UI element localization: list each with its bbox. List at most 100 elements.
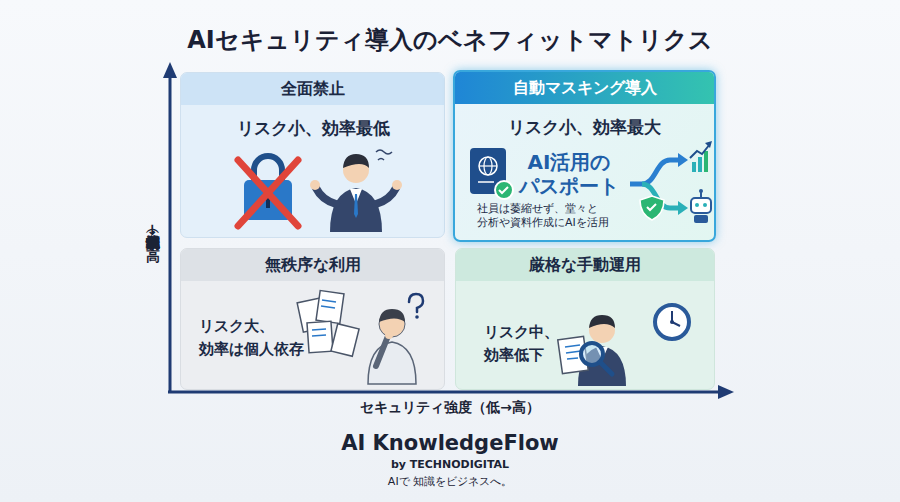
- lock-icon-part: [254, 156, 282, 182]
- documents-icon-part: [321, 306, 335, 308]
- quadrant-body: リスク小、効率最低: [181, 117, 445, 139]
- inspector-person: [558, 315, 626, 386]
- troubled-person-part: [378, 159, 384, 161]
- robot-icon-part: [700, 192, 702, 198]
- passport-icon-part: [499, 187, 508, 193]
- shield-icon-part: [647, 204, 656, 210]
- troubled-person: [310, 150, 402, 232]
- lock-icon: [244, 156, 292, 220]
- inspector-person-part: [566, 351, 581, 353]
- brand-tagline: AIで 知識をビジネスへ。: [250, 474, 650, 489]
- prohibit-cross-part: [238, 160, 298, 226]
- axis-label: 業務効率・利便性（低→高）: [140, 125, 162, 335]
- quadrant-box: 自動マスキング導入リスク小、効率最大 AI活用の パスポート社員は萎縮せず、堂々と…: [453, 70, 716, 242]
- clock-icon-part: [671, 311, 673, 322]
- quadrant-heading: 全面禁止: [181, 73, 444, 105]
- x-axis-part: [718, 385, 734, 399]
- brand-name: AI KnowledgeFlow: [250, 431, 650, 455]
- prohibit-cross: [238, 160, 298, 226]
- documents-icon-part: [312, 335, 326, 336]
- lock-icon-part: [244, 180, 292, 220]
- quadrant-body: リスク中、 効率低下: [484, 321, 584, 367]
- confused-person-part: [409, 294, 423, 312]
- robot-icon: [691, 189, 711, 223]
- growth-chart-icon: [690, 141, 712, 172]
- troubled-person-part: [376, 150, 392, 154]
- inspector-person-part: [581, 343, 603, 365]
- troubled-person-part: [343, 157, 369, 183]
- shield-icon: [640, 196, 664, 220]
- inspector-person-part: [578, 346, 626, 386]
- quadrant-box: 厳格な手動運用リスク中、 効率低下: [455, 248, 715, 390]
- fork-arrows-part: [630, 160, 680, 184]
- confused-person-part: [379, 311, 405, 337]
- troubled-person-part: [330, 188, 382, 232]
- y-axis: [163, 62, 177, 392]
- confused-person-part: [415, 315, 419, 319]
- confused-person-part: [379, 309, 405, 322]
- y-axis-part: [163, 62, 177, 78]
- prohibit-cross-part: [238, 160, 298, 226]
- clock-icon-part: [670, 320, 674, 324]
- inspector-person-part: [600, 362, 612, 374]
- growth-chart-icon-part: [705, 141, 712, 148]
- troubled-person-part: [376, 188, 396, 204]
- inspector-person-part: [567, 358, 578, 359]
- quadrant-box: 全面禁止リスク小、効率最低: [180, 72, 445, 238]
- confused-person-part: [385, 331, 393, 339]
- passport-icon-part: [484, 157, 492, 175]
- documents-icon: [297, 290, 359, 356]
- shield-icon-part: [640, 196, 664, 220]
- documents-icon-part: [307, 321, 333, 353]
- documents-icon-part: [312, 329, 326, 330]
- passport-icon-part: [470, 148, 506, 194]
- troubled-person-part: [354, 194, 358, 218]
- quadrant-body: リスク小、効率最大: [455, 116, 714, 138]
- passport-icon-part: [479, 165, 497, 166]
- troubled-person-part: [350, 189, 362, 204]
- quadrant-heading: 厳格な手動運用: [456, 249, 714, 281]
- growth-chart-icon-part: [698, 157, 702, 172]
- robot-icon-part: [694, 215, 708, 223]
- quadrant-heading: 自動マスキング導入: [455, 72, 714, 104]
- inspector-person-part: [558, 336, 588, 373]
- documents-icon-part: [331, 324, 359, 356]
- clock-icon: [655, 305, 689, 339]
- troubled-person-part: [392, 180, 402, 190]
- robot-icon-part: [703, 203, 707, 207]
- robot-icon-part: [691, 198, 711, 213]
- fork-arrows-part: [678, 201, 688, 215]
- documents-icon-part: [322, 300, 336, 302]
- x-axis-part: [168, 391, 720, 394]
- documents-icon-part: [316, 290, 344, 323]
- brand-byline: by TECHNODIGITAL: [250, 458, 650, 471]
- inspector-person-part: [596, 347, 608, 360]
- lock-icon-part: [266, 198, 270, 208]
- troubled-person-part: [343, 154, 369, 168]
- quadrant-note: 社員は萎縮せず、堂々と 分析や資料作成にAIを活用: [477, 202, 627, 230]
- robot-icon-part: [699, 189, 703, 193]
- clock-icon-part: [655, 305, 689, 339]
- axis-label: セキュリティ強度（低→高）: [250, 399, 650, 417]
- fork-arrows-part: [678, 153, 688, 167]
- confused-person-part: [368, 342, 416, 384]
- confused-person-part: [376, 336, 388, 366]
- inspector-person-part: [589, 317, 615, 343]
- passport-icon-part: [495, 181, 513, 199]
- inspector-person-part: [589, 315, 615, 328]
- fork-arrows-part: [642, 184, 680, 208]
- passport-label: AI活用の パスポート: [515, 150, 623, 198]
- confused-person: [368, 294, 423, 384]
- growth-chart-icon-part: [704, 151, 708, 172]
- growth-chart-icon-part: [692, 162, 696, 172]
- lock-icon-part: [263, 191, 273, 201]
- robot-icon-part: [695, 203, 699, 207]
- quadrant-body: リスク大、 効率は個人依存: [199, 315, 319, 361]
- quadrant-heading: 無秩序な利用: [181, 249, 444, 281]
- y-axis-part: [169, 76, 172, 392]
- clock-icon-part: [672, 322, 680, 326]
- documents-icon-part: [297, 298, 327, 332]
- growth-chart-icon-part: [690, 144, 710, 158]
